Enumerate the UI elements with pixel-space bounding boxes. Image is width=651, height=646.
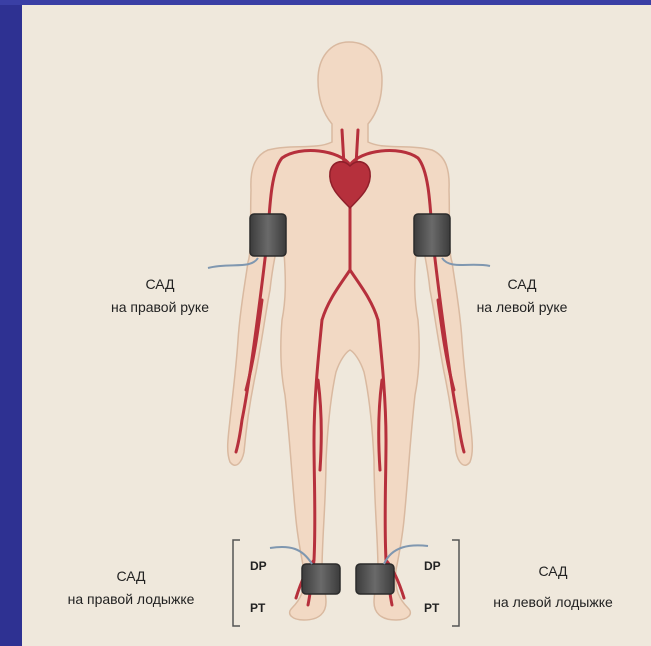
label-right-arm: САД на правой руке: [80, 273, 240, 319]
left-arm-cuff: [414, 214, 450, 256]
label-left-arm-sub: на левой руке: [442, 296, 602, 319]
label-left-arm: САД на левой руке: [442, 273, 602, 319]
label-left-arm-title: САД: [442, 273, 602, 296]
dp-left: DP: [424, 559, 441, 573]
label-left-ankle-sub: на левой лодыжке: [458, 591, 648, 614]
label-left-ankle: САД на левой лодыжке: [458, 560, 648, 614]
dp-right: DP: [250, 559, 267, 573]
diagram-panel: DP PT DP PT САД на правой руке САД на ле…: [22, 5, 651, 646]
left-ankle-cuff: [356, 564, 394, 594]
right-arm-cuff: [250, 214, 286, 256]
left-bar: [0, 5, 22, 646]
label-right-arm-sub: на правой руке: [80, 296, 240, 319]
pt-right: PT: [250, 601, 266, 615]
label-left-ankle-title: САД: [458, 560, 648, 583]
label-right-arm-title: САД: [80, 273, 240, 296]
right-ankle-cuff: [302, 564, 340, 594]
label-right-ankle-sub: на правой лодыжке: [26, 588, 236, 611]
body-silhouette: [228, 42, 473, 620]
pt-left: PT: [424, 601, 440, 615]
label-right-ankle: САД на правой лодыжке: [26, 565, 236, 611]
body-diagram: DP PT DP PT: [22, 5, 651, 646]
label-right-ankle-title: САД: [26, 565, 236, 588]
